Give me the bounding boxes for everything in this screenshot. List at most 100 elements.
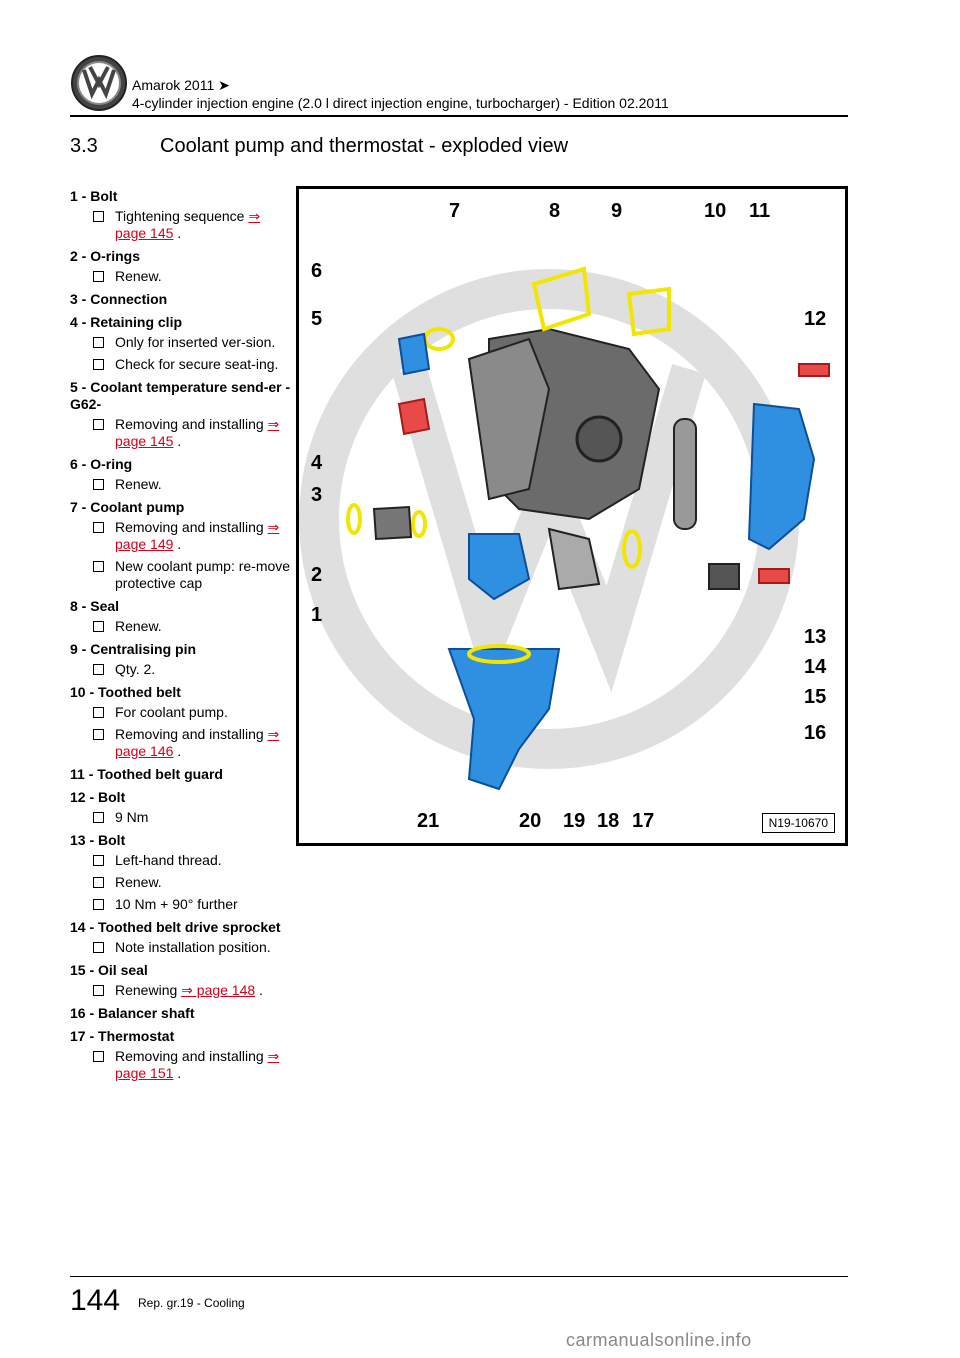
item-note-text: Renew. — [115, 268, 162, 284]
item-title: 8 - Seal — [70, 598, 120, 614]
parts-list-item: 12 - Bolt 9 Nm — [70, 789, 292, 826]
item-title: 13 - Bolt — [70, 832, 126, 848]
callout-2: 2 — [311, 564, 322, 586]
item-note: Tightening sequence ⇒ page 145 . — [70, 208, 292, 242]
header-subtitle: 4-cylinder injection engine (2.0 l direc… — [132, 95, 669, 111]
parts-list-item: 11 - Toothed belt guard — [70, 766, 292, 783]
site-watermark: carmanualsonline.info — [566, 1330, 752, 1350]
item-note: Renew. — [70, 618, 292, 635]
item-title: 3 - Connection — [70, 291, 168, 307]
callout-10: 10 — [704, 200, 726, 222]
callout-5: 5 — [311, 308, 322, 330]
page-link[interactable]: ⇒ page 145 — [115, 416, 280, 449]
checkbox-icon — [93, 877, 104, 888]
item-title: 12 - Bolt — [70, 789, 126, 805]
callout-18: 18 — [597, 810, 619, 832]
callout-19: 19 — [563, 810, 585, 832]
header-rule — [70, 115, 848, 117]
callout-11: 11 — [749, 200, 770, 222]
item-note: Only for inserted ver-sion. — [70, 334, 292, 351]
page-link[interactable]: ⇒ page 149 — [115, 519, 280, 552]
page-link[interactable]: ⇒ page 145 — [115, 208, 261, 241]
callout-7: 7 — [449, 200, 460, 222]
item-title: 1 - Bolt — [70, 188, 118, 204]
callout-15: 15 — [804, 686, 826, 708]
item-title: 5 - Coolant temperature send-er -G62- — [70, 379, 291, 412]
item-note: 9 Nm — [70, 809, 292, 826]
item-note-text: Removing and installing — [115, 726, 264, 742]
callout-20: 20 — [519, 810, 541, 832]
page-header: Amarok 2011 ➤ 4-cylinder injection engin… — [70, 54, 848, 117]
page-link[interactable]: ⇒ page 148 — [181, 982, 256, 998]
callout-1: 1 — [311, 604, 322, 626]
item-title: 7 - Coolant pump — [70, 499, 185, 515]
item-title: 2 - O-rings — [70, 248, 141, 264]
page-link[interactable]: ⇒ page 146 — [115, 726, 280, 759]
item-note-text: Renew. — [115, 476, 162, 492]
checkbox-icon — [93, 359, 104, 370]
checkbox-icon — [93, 621, 104, 632]
callout-6: 6 — [311, 260, 322, 282]
link-suffix: . — [173, 536, 182, 552]
item-note-text: Qty. 2. — [115, 661, 156, 677]
item-note-text: 10 Nm + 90° further — [115, 896, 238, 912]
item-note-text: Only for inserted ver-sion. — [115, 334, 276, 350]
link-suffix: . — [173, 743, 182, 759]
item-title: 4 - Retaining clip — [70, 314, 183, 330]
parts-list-item: 5 - Coolant temperature send-er -G62- Rem… — [70, 379, 292, 450]
checkbox-icon — [93, 707, 104, 718]
checkbox-icon — [93, 522, 104, 533]
item-note-text: Tightening sequence — [115, 208, 245, 224]
checkbox-icon — [93, 419, 104, 430]
link-suffix: . — [173, 433, 182, 449]
item-note-text: 9 Nm — [115, 809, 149, 825]
link-suffix: . — [255, 982, 263, 998]
item-note: Note installation position. — [70, 939, 292, 956]
item-note-text: Renewing — [115, 982, 178, 998]
thermostat-housing — [447, 533, 561, 791]
sensor-and-clip — [372, 332, 830, 591]
item-note: Qty. 2. — [70, 661, 292, 678]
item-note: Renew. — [70, 476, 292, 493]
checkbox-icon — [93, 271, 104, 282]
vw-logo-icon — [71, 55, 127, 111]
section-number: 3.3 — [70, 135, 98, 157]
item-note: Renew. — [70, 268, 292, 285]
item-note: Removing and installing ⇒ page 151 . — [70, 1048, 292, 1082]
item-title: 11 - Toothed belt guard — [70, 766, 223, 782]
page-link[interactable]: ⇒ page 151 — [115, 1048, 280, 1081]
seals — [346, 266, 671, 664]
item-note: Renewing ⇒ page 148 . — [70, 982, 292, 999]
item-note: Renew. — [70, 874, 292, 891]
link-suffix: . — [173, 1065, 182, 1081]
checkbox-icon — [93, 812, 104, 823]
item-note: Removing and installing ⇒ page 146 . — [70, 726, 292, 760]
item-note: Removing and installing ⇒ page 145 . — [70, 416, 292, 450]
checkbox-icon — [93, 1051, 104, 1062]
callout-21: 21 — [417, 810, 439, 832]
checkbox-icon — [93, 561, 104, 572]
item-note-text: Left-hand thread. — [115, 852, 222, 868]
callout-3: 3 — [311, 484, 322, 506]
item-note-text: Check for secure seat-ing. — [115, 356, 279, 372]
callout-9: 9 — [611, 200, 622, 222]
item-title: 10 - Toothed belt — [70, 684, 181, 700]
checkbox-icon — [93, 899, 104, 910]
header-title: Amarok 2011 ➤ — [132, 77, 230, 93]
item-title: 17 - Thermostat — [70, 1028, 175, 1044]
checkbox-icon — [93, 479, 104, 490]
item-title: 9 - Centralising pin — [70, 641, 197, 657]
item-note: Removing and installing ⇒ page 149 . — [70, 519, 292, 553]
item-note-text: Removing and installing — [115, 519, 264, 535]
callout-12: 12 — [804, 308, 826, 330]
